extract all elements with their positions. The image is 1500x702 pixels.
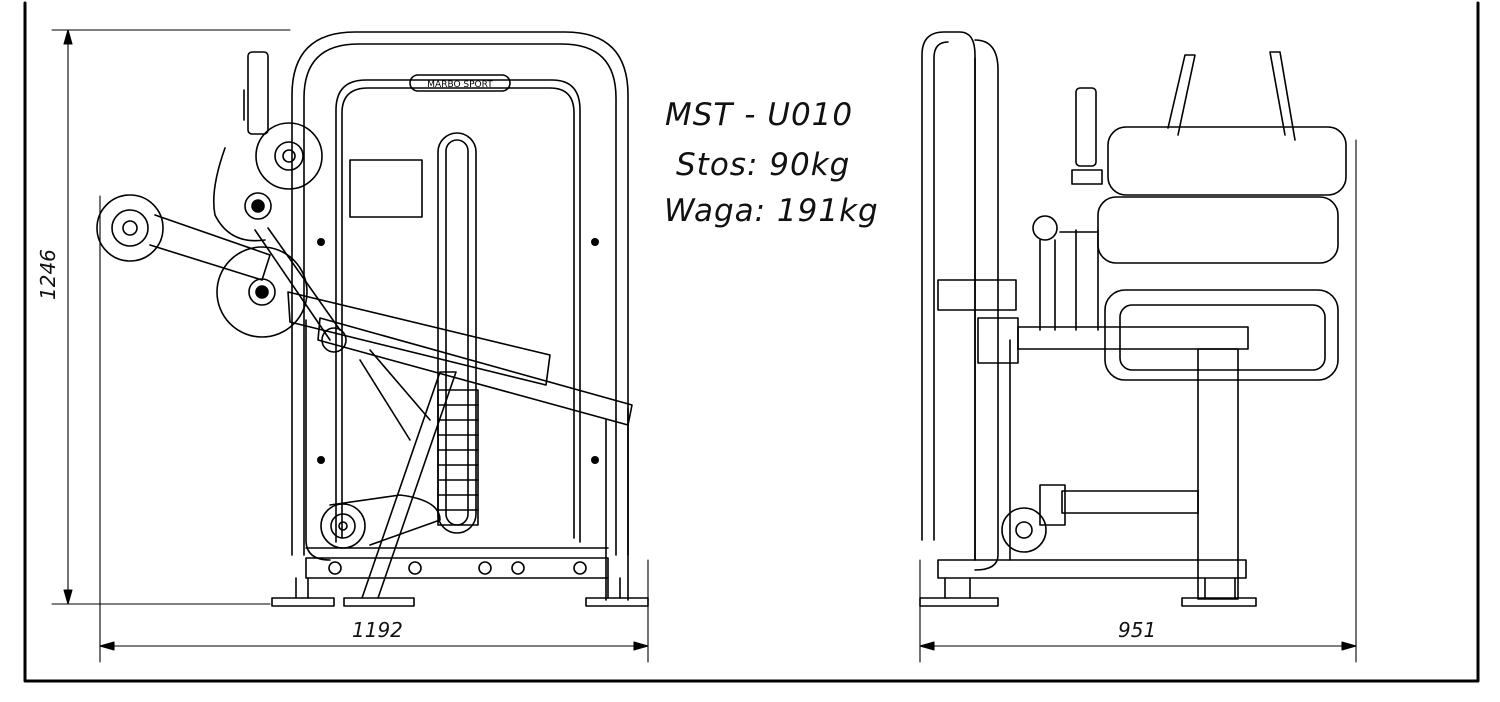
sheet-frame — [23, 1, 1480, 683]
seat-leg — [361, 371, 457, 599]
front-shroud — [335, 79, 581, 543]
front-foot-left — [271, 597, 335, 607]
front-frame-outer — [291, 31, 629, 556]
guide-slot — [437, 132, 477, 534]
front-base — [305, 557, 609, 579]
roller-pad-top — [255, 122, 323, 190]
side-seat-pad — [1104, 289, 1339, 381]
front-seat-pad — [287, 291, 551, 386]
side-seat-leg — [1197, 348, 1239, 600]
side-base — [937, 559, 1247, 579]
seat-rail — [317, 317, 633, 426]
weight-stack — [437, 389, 479, 526]
back-pad-lower — [1097, 196, 1339, 264]
brand-logo-text: MARBO SPORT — [427, 80, 493, 90]
leg-arm-assembly — [96, 51, 347, 353]
side-view — [919, 31, 1347, 607]
back-pad-upper — [1107, 126, 1347, 196]
side-foot-right — [1181, 597, 1257, 607]
stack-weight-label: Stos: 90kg — [676, 147, 851, 183]
side-column — [937, 279, 1017, 311]
dimension-lines — [51, 29, 1357, 663]
model-label: MST - U010 — [665, 97, 854, 133]
height-dimension: 1246 — [36, 249, 60, 300]
side-upright — [921, 31, 976, 561]
front-foot-right — [585, 597, 649, 607]
roller-pad-front — [96, 194, 164, 262]
front-width-dimension: 1192 — [352, 618, 403, 642]
front-view: MARBO SPORT — [96, 31, 649, 607]
brand-logo-plate — [409, 74, 511, 92]
front-foot-mid — [343, 597, 415, 607]
info-placard — [349, 159, 423, 218]
side-width-dimension: 951 — [1118, 618, 1157, 642]
side-foot-left — [919, 597, 999, 607]
machine-weight-label: Waga: 191kg — [664, 193, 879, 229]
